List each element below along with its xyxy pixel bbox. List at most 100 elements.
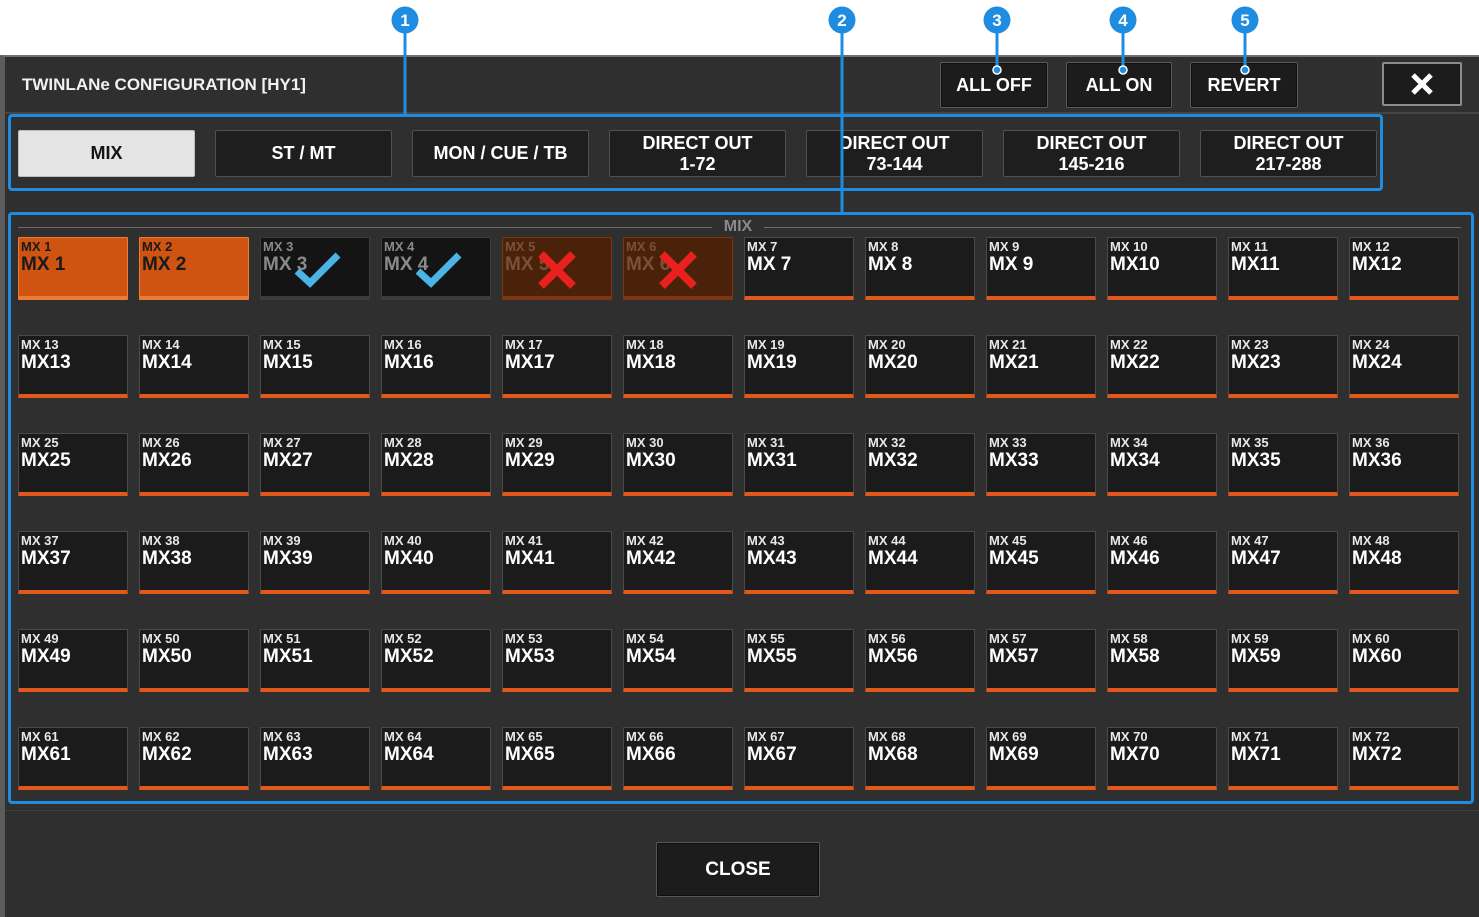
all-on-button[interactable]: ALL ON	[1066, 62, 1172, 108]
channel-number-label: MX 47	[1231, 533, 1269, 548]
revert-button[interactable]: REVERT	[1190, 62, 1298, 108]
callout-number: 4	[1118, 11, 1128, 30]
channel-number-label: MX 12	[1352, 239, 1390, 254]
grid-title: MIX	[723, 218, 753, 235]
close-window-button[interactable]	[1382, 62, 1462, 106]
channel-name-label: MX44	[868, 548, 918, 569]
channel-name-label: MX29	[505, 450, 555, 471]
tab-range-label: 145-216	[1058, 153, 1125, 174]
channel-name-label: MX55	[747, 646, 797, 667]
tab-mix[interactable]: MIX	[18, 130, 195, 177]
tab-st-mt[interactable]: ST / MT	[215, 130, 392, 177]
channel-name-label: MX36	[1352, 450, 1402, 471]
all-off-button[interactable]: ALL OFF	[940, 62, 1048, 108]
tab-mon-cue-tb[interactable]: MON / CUE / TB	[412, 130, 589, 177]
close-button[interactable]: CLOSE	[656, 842, 820, 897]
channel-number-label: MX 34	[1110, 435, 1148, 450]
channel-name-label: MX57	[989, 646, 1039, 667]
tab-label: MIX	[90, 143, 123, 163]
channel-number-label: MX 36	[1352, 435, 1390, 450]
channel-name-label: MX19	[747, 352, 797, 373]
channel-number-label: MX 70	[1110, 729, 1148, 744]
channel-name-label: MX49	[21, 646, 71, 667]
